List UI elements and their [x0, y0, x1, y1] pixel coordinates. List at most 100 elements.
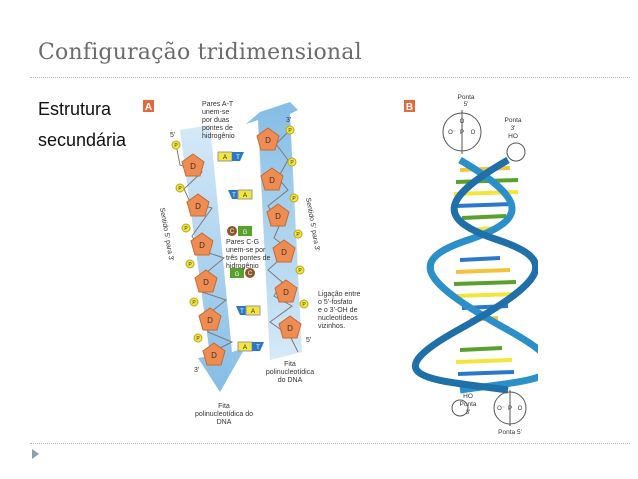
- phosphate-label: P: [174, 143, 178, 149]
- footer-arrow-icon: [32, 449, 39, 459]
- phosphate-label: P: [288, 128, 292, 134]
- sugar-label: D: [190, 162, 196, 171]
- base-label: A: [223, 155, 227, 161]
- label-top-left-end: Ponta 5': [458, 94, 475, 108]
- phosphate-o-label: O⁻: [497, 406, 505, 412]
- sugar-label: D: [211, 351, 217, 360]
- svg-text:três pontes de: três pontes de: [226, 255, 270, 262]
- svg-text:Ponta: Ponta: [458, 94, 475, 101]
- sugar-label: D: [283, 288, 289, 297]
- svg-text:HO: HO: [463, 393, 473, 400]
- svg-text:Ponta: Ponta: [460, 401, 477, 408]
- sugar-label: D: [287, 324, 293, 333]
- svg-text:unem-se: unem-se: [202, 109, 229, 116]
- top-phosphate-group: [442, 110, 526, 162]
- phosphate-p-label: P: [460, 130, 464, 136]
- phosphate-o-label: O: [460, 119, 465, 125]
- right-sugars: [256, 127, 302, 339]
- figure-b-svg: B Ponta 5' Ponta 3' HO O⁻ P O O: [404, 94, 554, 436]
- label-right-strand: Fita polinucleotídica do DNA: [266, 361, 314, 384]
- base-label: G: [235, 272, 240, 278]
- label-at-pairs: Pares A-T unem-se por duas pontes de hid…: [202, 101, 235, 140]
- left-sugars: [181, 153, 226, 366]
- svg-text:HO: HO: [508, 133, 518, 140]
- phosphate-p-label: P: [508, 406, 512, 412]
- svg-text:Pares A-T: Pares A-T: [202, 101, 234, 108]
- svg-text:5': 5': [464, 101, 469, 108]
- svg-text:nucleotídeos: nucleotídeos: [318, 315, 358, 322]
- phosphate-label: P: [302, 302, 306, 308]
- sugar-label: D: [199, 241, 205, 250]
- base-label: T: [236, 155, 240, 161]
- base-label: T: [232, 193, 236, 199]
- svg-text:Fita: Fita: [284, 361, 296, 368]
- label-phosphodiester-bond: Ligação entre o 5'-fosfato e o 3'-OH de …: [318, 291, 361, 330]
- phosphate-o-label: O: [518, 406, 523, 412]
- svg-text:do DNA: do DNA: [278, 377, 303, 384]
- sugar-label: D: [275, 212, 281, 221]
- svg-text:o 5'-fosfato: o 5'-fosfato: [318, 299, 353, 306]
- left-strand-arrow: [180, 125, 245, 392]
- body-line-1: Estrutura: [38, 99, 112, 119]
- svg-text:unem-se por: unem-se por: [226, 247, 266, 254]
- svg-text:3': 3': [511, 125, 516, 132]
- svg-text:hidrogênio: hidrogênio: [226, 263, 259, 270]
- helix-strand-2: [412, 156, 540, 394]
- phosphates: [171, 125, 309, 343]
- svg-text:Ponta: Ponta: [505, 117, 522, 124]
- phosphate-label: P: [188, 262, 192, 268]
- phosphate-label: P: [178, 186, 182, 192]
- sugar-label: D: [203, 278, 209, 287]
- label-bottom-left-end: HO Ponta 3': [460, 393, 477, 416]
- base-label: T: [240, 309, 244, 315]
- phosphate-label: P: [184, 226, 188, 232]
- base-label: G: [243, 230, 248, 236]
- sugar-label: D: [281, 248, 287, 257]
- svg-text:vizinhos.: vizinhos.: [318, 323, 345, 330]
- phosphate-label: P: [292, 196, 296, 202]
- slide-title: Configuração tridimensional: [38, 40, 362, 65]
- label-bottom-right-end: Ponta 5': [498, 429, 522, 436]
- panel-b-label: B: [406, 102, 413, 113]
- base-label: C: [230, 229, 235, 235]
- sugar-label: D: [195, 202, 201, 211]
- phosphate-o-label: O: [471, 130, 476, 136]
- base-label: A: [243, 345, 247, 351]
- base-label: T: [256, 345, 260, 351]
- svg-text:polinucleotídica: polinucleotídica: [266, 369, 314, 376]
- label-5prime-bottom: 5': [306, 337, 311, 344]
- label-left-strand: Fita polinucleotídica do DNA: [195, 403, 253, 426]
- panel-a-badge: [143, 100, 154, 112]
- label-5prime-top: 5': [170, 132, 175, 139]
- helix-strand-1: [426, 156, 554, 394]
- phosphate-label: P: [298, 268, 302, 274]
- label-top-right-end: Ponta 3' HO: [505, 117, 522, 140]
- svg-text:DNA: DNA: [217, 419, 232, 426]
- phosphate-label: P: [296, 232, 300, 238]
- label-cg-pairs: Pares C-G unem-se por três pontes de hid…: [226, 239, 270, 270]
- svg-text:pontes de: pontes de: [202, 125, 233, 132]
- svg-text:3': 3': [466, 409, 471, 416]
- label-3prime-top: 3': [286, 117, 291, 124]
- svg-text:Pares C-G: Pares C-G: [226, 239, 259, 246]
- base-label: A: [251, 309, 255, 315]
- panel-a-label: A: [145, 102, 152, 113]
- phosphate-label: P: [290, 160, 294, 166]
- footer-divider: [30, 443, 630, 444]
- body-line-2: secundária: [38, 130, 127, 150]
- slide-body-text: Estrutura secundária: [38, 94, 126, 156]
- label-3prime-bottom: 3': [194, 367, 199, 374]
- svg-text:e o 3'-OH de: e o 3'-OH de: [318, 307, 358, 314]
- figure-a-svg: A D D D D D D: [143, 100, 361, 426]
- phosphate-o-label: O⁻: [448, 130, 456, 136]
- svg-text:hidrogênio: hidrogênio: [202, 133, 235, 140]
- panel-b-badge: [404, 100, 415, 112]
- sugar-label: D: [265, 136, 271, 145]
- sugar-label: D: [207, 316, 213, 325]
- svg-text:Fita: Fita: [218, 403, 230, 410]
- svg-text:Ligação entre: Ligação entre: [318, 291, 361, 298]
- label-direction-left: Sentido 5' para 3': [158, 207, 174, 261]
- label-direction-right: Sentido 5' para 3': [304, 197, 320, 251]
- phosphate-label: P: [196, 336, 200, 342]
- base-pairs: [217, 151, 264, 352]
